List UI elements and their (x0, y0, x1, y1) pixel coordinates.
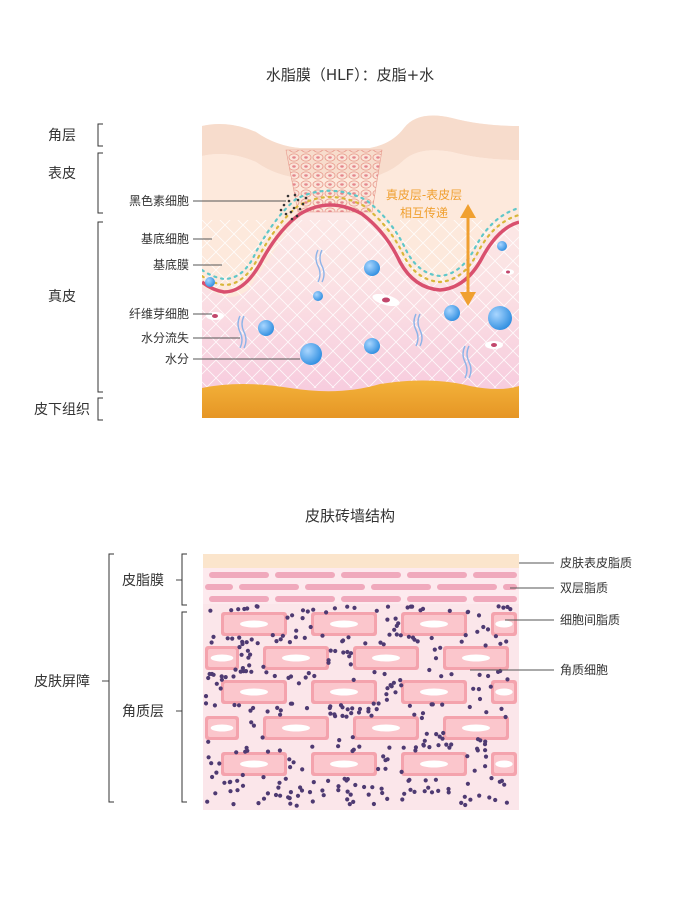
label-melanocyte: 黑色素细胞 (129, 194, 189, 208)
exchange-double-arrow (460, 204, 476, 306)
layer-label-subcutaneous: 皮下组织 (34, 402, 90, 418)
label-stratum-corneum: 角质层 (122, 704, 164, 720)
label-sebum-film: 皮脂膜 (122, 573, 164, 589)
melanocyte-column (285, 149, 383, 213)
layer-label-epidermis: 表皮 (48, 166, 76, 182)
subcutaneous-fat (202, 380, 519, 418)
layer-brackets (97, 123, 103, 421)
melanin-granules (279, 193, 308, 221)
corneocyte-bricks (205, 612, 517, 776)
label-skin-barrier: 皮肤屏障 (34, 674, 90, 690)
label-basal-cell: 基底细胞 (141, 231, 189, 246)
intercellular-lipid-dots (203, 604, 513, 808)
stratum-corneum-band (202, 115, 519, 178)
label-surface-lipid: 皮肤表皮脂质 (560, 555, 632, 570)
label-corneocyte: 角质细胞 (560, 663, 608, 677)
callout-leader-lines (193, 200, 300, 360)
exchange-label-line1: 真皮层-表皮层 (386, 188, 462, 202)
bilayer-lipid-bars (205, 572, 517, 602)
label-water: 水分 (165, 352, 189, 366)
label-fibroblast: 纤维芽细胞 (129, 307, 189, 321)
brick-wall-diagram (203, 554, 519, 810)
water-droplets (205, 241, 512, 365)
label-basement-membrane: 基底膜 (153, 257, 189, 272)
barrier-brackets (108, 553, 187, 803)
diagram1-title: 水脂膜（HLF）：皮脂+水 (265, 66, 435, 84)
label-intercellular-lipid: 细胞间脂质 (560, 612, 620, 627)
water-loss-wavy-lines (237, 249, 472, 379)
label-water-loss: 水分流失 (141, 330, 189, 345)
diagram2-title: 皮肤砖墙结构 (304, 507, 395, 525)
exchange-label-line2: 相互传递 (400, 205, 448, 220)
surface-lipid-band (203, 554, 519, 568)
right-leader-lines (470, 562, 554, 671)
layer-label-dermis: 真皮 (48, 289, 76, 305)
label-bilayer-lipid: 双层脂质 (560, 580, 608, 595)
basement-membrane (202, 203, 519, 294)
layer-label-horny: 角层 (48, 128, 76, 144)
